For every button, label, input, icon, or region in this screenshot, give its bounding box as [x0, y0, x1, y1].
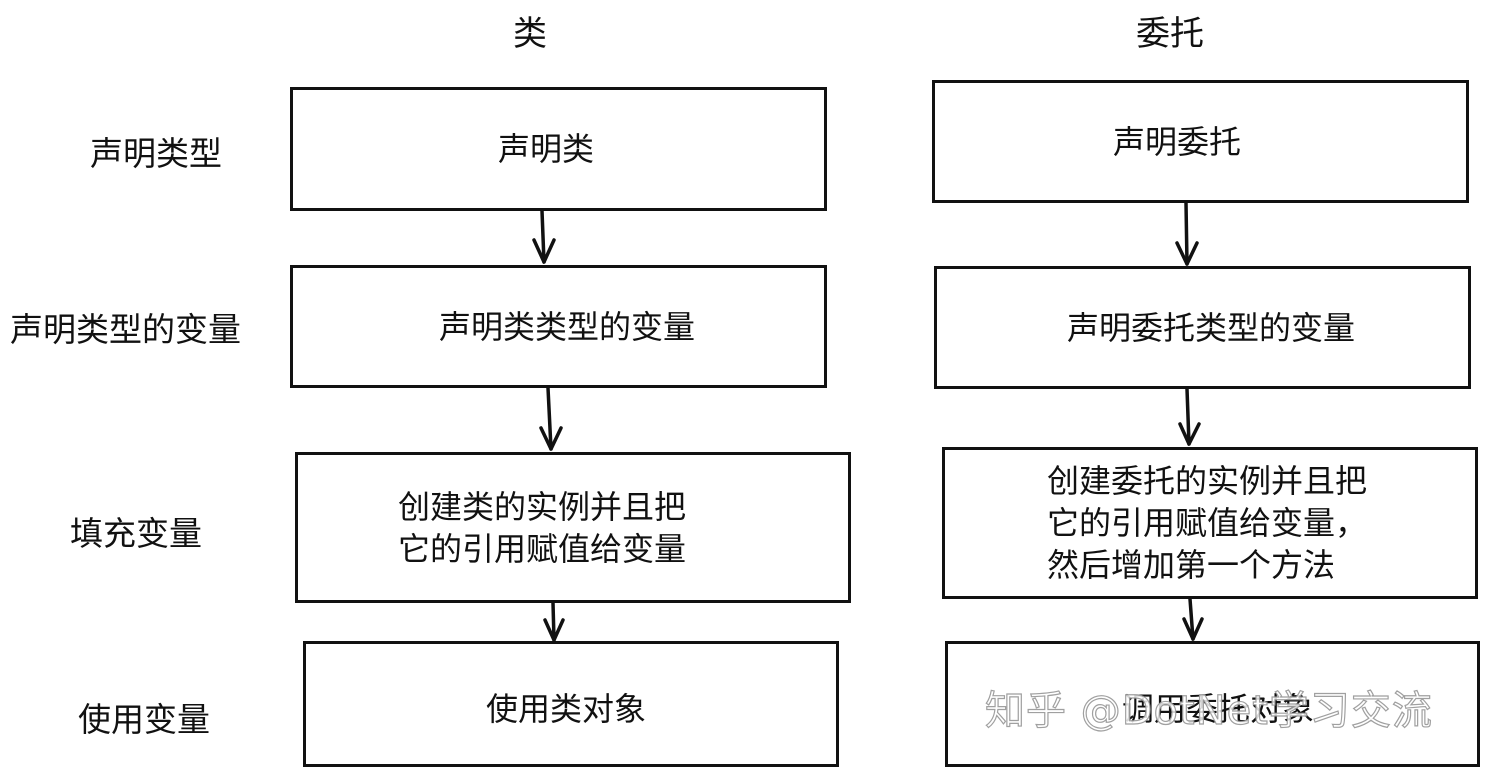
class-step-instance-label: 创建类的实例并且把 它的引用赋值给变量	[398, 487, 687, 568]
delegate-arrow-3	[1182, 597, 1204, 641]
delegate-arrow-1	[1175, 201, 1199, 266]
class-step-declare-box: 声明类	[290, 87, 827, 211]
class-arrow-3	[543, 601, 565, 642]
delegate-arrow-2	[1178, 387, 1201, 446]
delegate-step-declare-box: 声明委托	[932, 80, 1469, 203]
class-step-declare-label: 声明类	[498, 130, 595, 168]
class-step-use-label: 使用类对象	[486, 690, 647, 728]
delegate-step-invoke-box: 调用委托对象	[945, 641, 1480, 767]
class-step-use-box: 使用类对象	[303, 641, 839, 767]
delegate-step-invoke-label: 调用委托对象	[1122, 690, 1315, 728]
class-arrow-1	[532, 209, 556, 264]
class-column-header: 类	[513, 14, 547, 54]
row-label-declare-variable: 声明类型的变量	[10, 310, 241, 349]
delegate-column-header: 委托	[1136, 14, 1204, 54]
class-arrow-2	[539, 386, 563, 451]
row-label-declare-type: 声明类型	[90, 134, 222, 173]
class-step-instance-box: 创建类的实例并且把 它的引用赋值给变量	[295, 452, 851, 603]
class-step-variable-label: 声明类类型的变量	[439, 307, 696, 346]
watermark: 知乎 @DotNet学习交流	[984, 687, 1433, 734]
delegate-step-declare-label: 声明委托	[1113, 122, 1242, 161]
delegate-step-instance-label: 创建委托的实例并且把 它的引用赋值给变量， 然后增加第一个方法	[1047, 462, 1368, 584]
delegate-step-instance-box: 创建委托的实例并且把 它的引用赋值给变量， 然后增加第一个方法	[942, 447, 1478, 599]
row-label-fill-variable: 填充变量	[70, 514, 202, 553]
delegate-step-variable-label: 声明委托类型的变量	[1067, 308, 1356, 347]
delegate-step-variable-box: 声明委托类型的变量	[934, 266, 1471, 389]
row-label-use-variable: 使用变量	[78, 700, 210, 739]
class-step-variable-box: 声明类类型的变量	[290, 265, 827, 388]
